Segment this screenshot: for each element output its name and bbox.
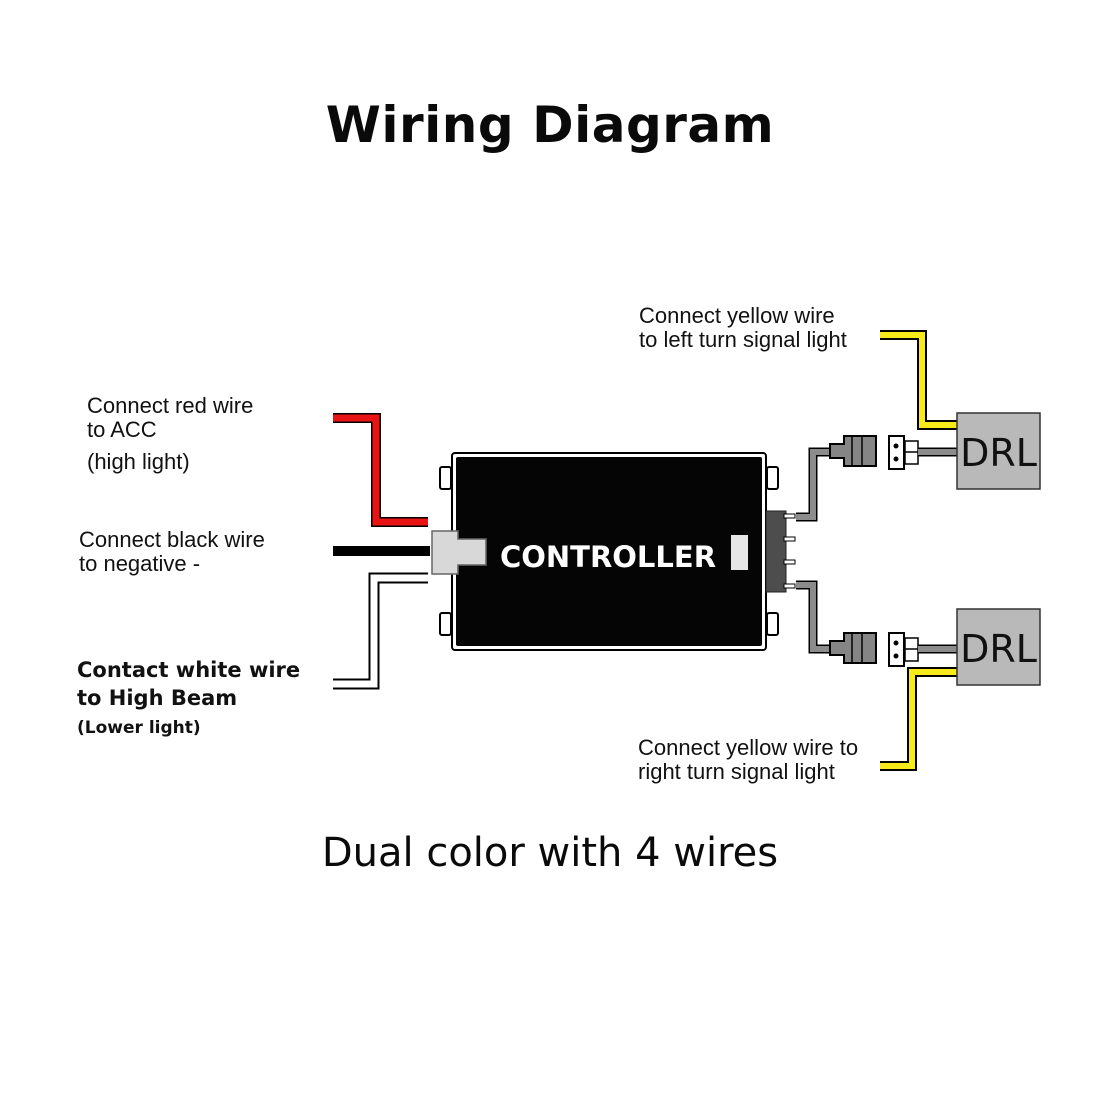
grey-wire-top <box>796 447 832 522</box>
drl-top-label: DRL <box>960 431 1037 475</box>
diagram-title: Wiring Diagram <box>325 96 775 154</box>
controller-label: CONTROLLER <box>500 540 716 574</box>
yellow-wire-left <box>880 330 957 430</box>
drl-bottom-label: DRL <box>960 627 1037 671</box>
drl-box-top: DRL <box>956 412 1041 490</box>
bottom-plug-connector <box>829 632 919 667</box>
red-wire-label: Connect red wire to ACC (high light) <box>87 393 254 474</box>
output-connector <box>765 510 796 593</box>
yellow-left-label: Connect yellow wire to left turn signal … <box>639 303 847 352</box>
yellow-right-label: Connect yellow wire to right turn signal… <box>638 735 859 784</box>
white-wire-label: Contact white wire to High Beam (Lower l… <box>77 658 301 738</box>
black-wire-label: Connect black wire to negative - <box>79 527 265 576</box>
drl-leads <box>918 447 957 654</box>
yellow-wire-right <box>880 667 957 771</box>
controller-box: CONTROLLER <box>451 452 767 651</box>
drl-box-bottom: DRL <box>956 608 1041 686</box>
input-connector <box>431 530 487 575</box>
grey-wire-bottom <box>796 580 832 654</box>
diagram-subtitle: Dual color with 4 wires <box>321 830 779 876</box>
white-wire <box>333 572 428 690</box>
red-wire <box>333 413 428 527</box>
top-plug-connector <box>829 435 919 470</box>
